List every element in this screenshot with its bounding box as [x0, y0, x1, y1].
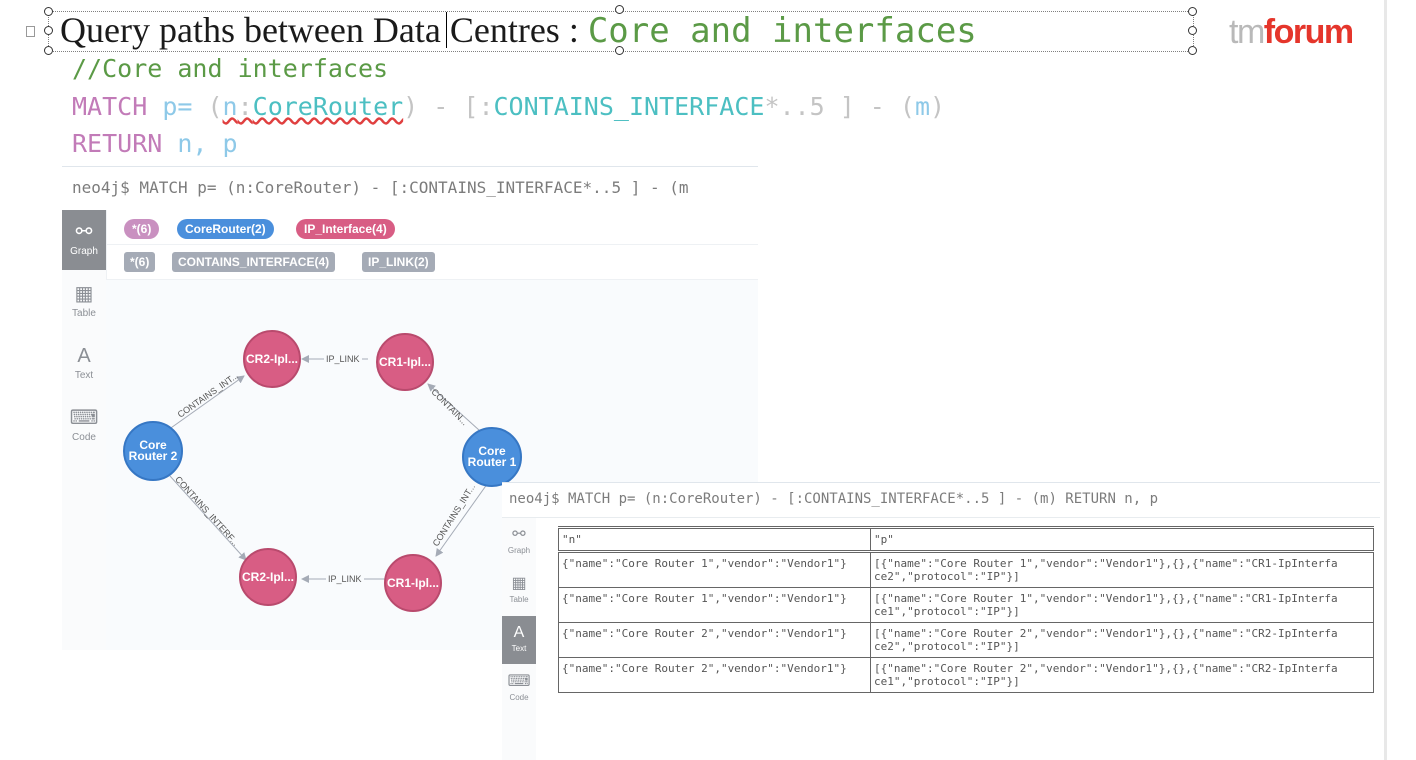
query-command-text-2: neo4j$ MATCH p= (n:CoreRouter) - [:CONTA…	[509, 491, 1159, 507]
text-icon: A	[513, 624, 525, 641]
view-tab-code-2[interactable]: ⌨ Code	[502, 665, 536, 713]
node-label-legend: *(6) CoreRouter(2) IP_Interface(4)	[106, 210, 758, 245]
cell-p: [{"name":"Core Router 1","vendor":"Vendo…	[870, 551, 1374, 588]
node-label-pill-corerouter[interactable]: CoreRouter(2)	[177, 219, 274, 239]
slide-title[interactable]: Query paths between Data Centres : Core …	[60, 8, 977, 53]
node-label-pill-all[interactable]: *(6)	[124, 219, 160, 239]
resize-handle-tc[interactable]	[615, 5, 624, 14]
table-icon: ▦	[74, 283, 94, 305]
table-header-row: "n" "p"	[558, 526, 1374, 553]
node-cr1-interface-top[interactable]: CR1-Ipl...	[376, 333, 434, 391]
cell-n: {"name":"Core Router 1","vendor":"Vendor…	[558, 551, 871, 588]
layout-marker-icon	[26, 26, 35, 37]
column-header-p: "p"	[870, 526, 1374, 553]
view-sidebar-2: ⚯ Graph ▦ Table A Text ⌨ Code	[502, 518, 536, 760]
title-prefix: Query paths between Data Centres :	[60, 10, 588, 50]
table-row: {"name":"Core Router 1","vendor":"Vendor…	[558, 587, 1374, 623]
view-sidebar: ⚯ Graph ▦ Table A Text ⌨ Code	[62, 210, 107, 650]
edge-label-top: IP_LINK	[324, 354, 362, 364]
column-header-n: "n"	[558, 526, 871, 553]
text-caret	[446, 12, 447, 48]
cell-p: [{"name":"Core Router 2","vendor":"Vendo…	[870, 657, 1374, 693]
node-core-router-1[interactable]: Core Router 1	[462, 427, 522, 487]
node-cr2-interface-bottom[interactable]: CR2-Ipl...	[239, 548, 297, 606]
neo4j-text-panel: neo4j$ MATCH p= (n:CoreRouter) - [:CONTA…	[502, 482, 1380, 760]
code-match-line: MATCH p= (n:CoreRouter) - [:CONTAINS_INT…	[72, 92, 946, 121]
view-tab-table-2[interactable]: ▦ Table	[502, 567, 536, 615]
code-comment: //Core and interfaces	[72, 54, 389, 83]
view-tab-text-2[interactable]: A Text	[502, 616, 536, 664]
resize-handle-tr[interactable]	[1188, 7, 1197, 16]
resize-handle-tl[interactable]	[44, 7, 53, 16]
rel-type-tag-ip-link[interactable]: IP_LINK(2)	[362, 252, 435, 272]
edge-label-bottom: IP_LINK	[326, 574, 364, 584]
cell-n: {"name":"Core Router 2","vendor":"Vendor…	[558, 657, 871, 693]
resize-handle-bl[interactable]	[44, 46, 53, 55]
query-command-bar-2[interactable]: neo4j$ MATCH p= (n:CoreRouter) - [:CONTA…	[502, 482, 1380, 518]
edge-contains-bl	[169, 475, 247, 561]
title-code: Core and interfaces	[587, 11, 977, 51]
resize-handle-bc[interactable]	[615, 46, 624, 55]
rel-type-tag-contains-interface[interactable]: CONTAINS_INTERFACE(4)	[172, 252, 336, 272]
code-return-line: RETURN n, p	[72, 129, 238, 158]
resize-handle-ml[interactable]	[44, 26, 53, 35]
table-row: {"name":"Core Router 2","vendor":"Vendor…	[558, 622, 1374, 658]
table-icon: ▦	[511, 575, 527, 592]
view-tab-text[interactable]: A Text	[62, 334, 106, 394]
node-cr1-interface-bottom[interactable]: CR1-Ipl...	[384, 554, 442, 612]
cell-p: [{"name":"Core Router 2","vendor":"Vendo…	[870, 622, 1374, 658]
view-tab-table[interactable]: ▦ Table	[62, 272, 106, 332]
table-row: {"name":"Core Router 1","vendor":"Vendor…	[558, 551, 1374, 588]
query-command-bar[interactable]: neo4j$ MATCH p= (n:CoreRouter) - [:CONTA…	[62, 166, 758, 209]
node-label-pill-ipinterface[interactable]: IP_Interface(4)	[296, 219, 395, 239]
cell-n: {"name":"Core Router 1","vendor":"Vendor…	[558, 587, 871, 623]
result-text-table: "n" "p" {"name":"Core Router 1","vendor"…	[558, 526, 1374, 693]
view-tab-code[interactable]: ⌨ Code	[62, 396, 106, 456]
node-core-router-2[interactable]: Core Router 2	[123, 421, 183, 481]
cell-p: [{"name":"Core Router 1","vendor":"Vendo…	[870, 587, 1374, 623]
code-icon: ⌨	[69, 407, 99, 429]
tmforum-logo: tmforum	[1229, 13, 1354, 51]
table-row: {"name":"Core Router 2","vendor":"Vendor…	[558, 657, 1374, 693]
resize-handle-mr[interactable]	[1188, 26, 1197, 35]
text-icon: A	[77, 345, 91, 367]
edge-contains-br	[435, 479, 491, 557]
resize-handle-br[interactable]	[1188, 46, 1197, 55]
query-command-text: neo4j$ MATCH p= (n:CoreRouter) - [:CONTA…	[72, 178, 689, 197]
relationship-type-legend: *(6) CONTAINS_INTERFACE(4) IP_LINK(2)	[106, 245, 758, 280]
rel-type-tag-all[interactable]: *(6)	[124, 252, 156, 272]
view-tab-graph-2[interactable]: ⚯ Graph	[502, 518, 536, 566]
graph-icon: ⚯	[75, 221, 93, 243]
node-cr2-interface-top[interactable]: CR2-Ipl...	[243, 330, 301, 388]
edge-contains-tl	[167, 375, 245, 431]
graph-icon: ⚯	[512, 526, 526, 543]
slide-right-border	[1384, 0, 1387, 760]
view-tab-graph[interactable]: ⚯ Graph	[62, 210, 106, 270]
code-icon: ⌨	[507, 673, 531, 690]
cell-n: {"name":"Core Router 2","vendor":"Vendor…	[558, 622, 871, 658]
